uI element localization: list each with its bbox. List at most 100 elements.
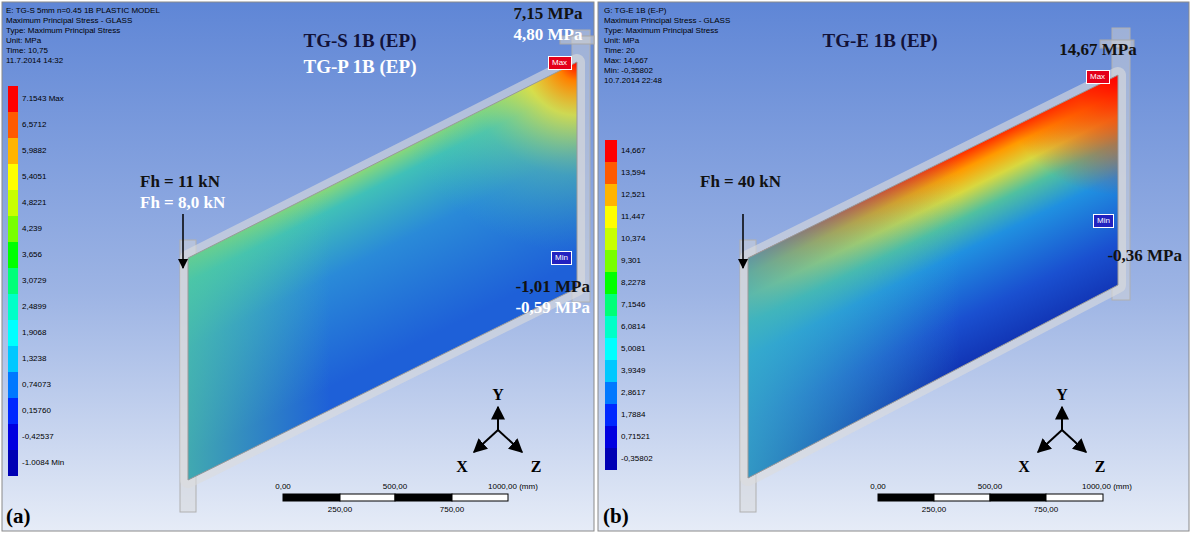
scale-label: 750,00 (440, 505, 464, 515)
legend-value: 5,9882 (22, 146, 46, 156)
legend-value: 14,667 (621, 146, 645, 156)
legend-swatch (605, 316, 617, 338)
legend-swatch (8, 450, 18, 476)
load-value: Fh = 40 kN (700, 172, 781, 192)
legend-value: -0,42537 (22, 432, 54, 442)
axis-arrow (1038, 430, 1062, 452)
stress-contour (188, 62, 577, 480)
legend-swatch (8, 398, 18, 424)
max-stress: 14,67 MPa (1059, 40, 1136, 60)
tag-text: Min (555, 253, 568, 263)
legend-value: 12,521 (621, 190, 645, 200)
glass-edge (748, 75, 1118, 478)
scale-segment (878, 494, 934, 501)
plot-header: 10.7.2014 22:48 (604, 76, 662, 86)
plot-header: Time: 10,75 (6, 46, 48, 56)
scale-segment (452, 494, 508, 501)
legend-swatch (605, 140, 617, 162)
legend-swatch (8, 320, 18, 346)
axis-label: Z (531, 458, 542, 476)
scale-segment (395, 494, 452, 501)
legend-swatch (605, 294, 617, 316)
legend-swatch (605, 250, 617, 272)
legend-value: 11,447 (621, 212, 645, 222)
legend-value: 2,8617 (621, 388, 645, 398)
axis-label: Z (1095, 458, 1106, 476)
min-stress: -0,59 MPa (515, 298, 590, 318)
legend-value: 2,4899 (22, 302, 46, 312)
legend-value: 13,594 (621, 168, 645, 178)
legend-value: 0,15760 (22, 406, 51, 416)
legend-value: 3,9349 (621, 366, 645, 376)
legend-swatch (8, 164, 18, 190)
legend-swatch (8, 112, 18, 138)
legend-swatch (605, 162, 617, 184)
legend-value: 9,301 (621, 256, 641, 266)
axis-arrow (1061, 407, 1063, 430)
scale-label: 1000,00 (mm) (1082, 482, 1132, 492)
max-stress: 4,80 MPa (514, 25, 583, 45)
stress-contour (748, 75, 1118, 478)
legend-swatch (605, 228, 617, 250)
min-stress: -0,36 MPa (1107, 246, 1182, 266)
panel-background (598, 2, 1189, 531)
plot-header: Unit: MPa (6, 36, 41, 46)
legend-swatch (605, 272, 617, 294)
legend-swatch (8, 372, 18, 398)
tag-text: Min (1097, 216, 1110, 226)
plot-header: Maximum Principal Stress - GLASS (6, 16, 132, 26)
legend-value: 6,5712 (22, 120, 46, 130)
legend-value: 7.1543 Max (22, 94, 64, 104)
max-stress: 7,15 MPa (514, 4, 583, 24)
axis-label: X (456, 458, 468, 476)
legend-swatch (8, 424, 18, 450)
min-stress: -1,01 MPa (515, 277, 590, 297)
legend-value: 3,0729 (22, 276, 46, 286)
legend-swatch (605, 338, 617, 360)
timber-frame (748, 75, 1118, 478)
panel-letter: (b) (603, 504, 629, 528)
scale-segment (1046, 494, 1103, 501)
glass-pane (748, 75, 1118, 478)
legend-swatch (605, 206, 617, 228)
scale-segment (340, 494, 395, 501)
tag-text: Max (1090, 72, 1106, 82)
legend-swatch (8, 346, 18, 372)
tag-text: Max (552, 58, 568, 68)
min-tag: Min (551, 251, 572, 265)
scale-label: 0,00 (870, 482, 886, 492)
legend-swatch (605, 184, 617, 206)
stress-contour (188, 62, 577, 480)
legend-swatch (605, 382, 617, 404)
load-value: Fh = 8,0 kN (140, 193, 225, 213)
legend-value: 0,71521 (621, 432, 650, 442)
axis-label: Y (492, 386, 504, 404)
legend-value: 10,374 (621, 234, 645, 244)
legend-value: 1,3238 (22, 354, 46, 364)
scale-label: 500,00 (978, 482, 1002, 492)
scale-label: 250,00 (328, 505, 352, 515)
legend-swatch (8, 138, 18, 164)
scale-segment (283, 494, 340, 501)
plot-header: Type: Maximum Principal Stress (6, 26, 120, 36)
legend-swatch (8, 294, 18, 320)
plot-header: Type: Maximum Principal Stress (604, 26, 718, 36)
plot-header: G: TG-E 1B (E-P) (604, 6, 667, 16)
legend-value: 4,8221 (22, 198, 46, 208)
timber-frame (188, 62, 577, 480)
legend-swatch (8, 190, 18, 216)
legend-value: 7,1546 (621, 300, 645, 310)
load-value: Fh = 11 kN (140, 172, 220, 192)
panel-letter: (a) (6, 504, 31, 528)
legend-value: 4,239 (22, 224, 42, 234)
legend-value: 1,7884 (621, 410, 645, 420)
legend-swatch (605, 426, 617, 448)
legend-value: 5,4051 (22, 172, 46, 182)
axis-arrow (498, 430, 522, 452)
panel-background (2, 2, 594, 531)
max-tag: Max (1086, 70, 1110, 84)
glass-edge (188, 62, 577, 480)
plot-header: Unit: MPa (604, 36, 639, 46)
axis-arrow (474, 430, 498, 452)
legend-value: 8,2278 (621, 278, 645, 288)
